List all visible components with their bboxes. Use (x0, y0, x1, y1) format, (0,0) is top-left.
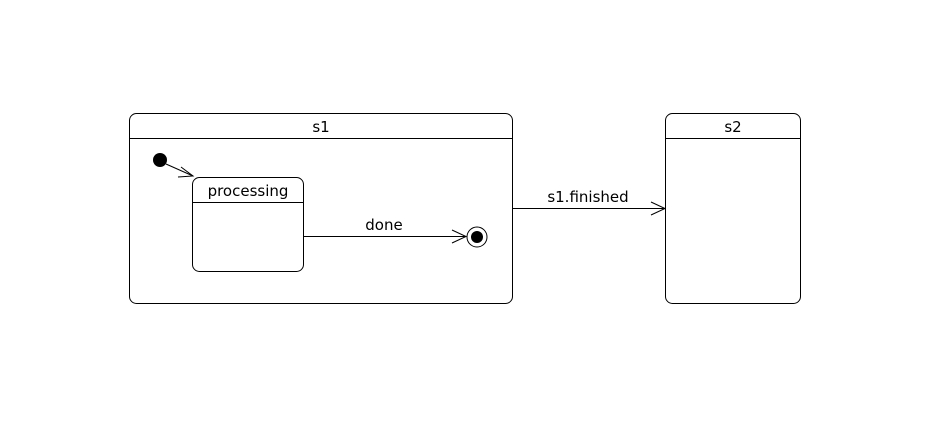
initial-state-dot[interactable] (153, 153, 167, 167)
transition-done-label: done (365, 216, 402, 234)
state-processing-box (192, 177, 304, 272)
state-s2-name: s2 (724, 118, 741, 136)
final-state-dot (471, 231, 483, 243)
state-s2-box (665, 113, 801, 304)
transition-done-arrowhead (451, 229, 468, 244)
transition-s1-finished-label: s1.finished (547, 188, 628, 206)
state-processing[interactable]: processing (192, 177, 304, 272)
final-state[interactable] (466, 226, 488, 248)
transition-done[interactable]: done (304, 216, 468, 244)
initial-transition-arrow (165, 163, 195, 178)
state-s1[interactable]: s1 (129, 113, 513, 304)
state-s1-name: s1 (312, 118, 329, 136)
state-processing-name: processing (208, 182, 289, 200)
state-s2[interactable]: s2 (665, 113, 801, 304)
state-s1-box (129, 113, 513, 304)
